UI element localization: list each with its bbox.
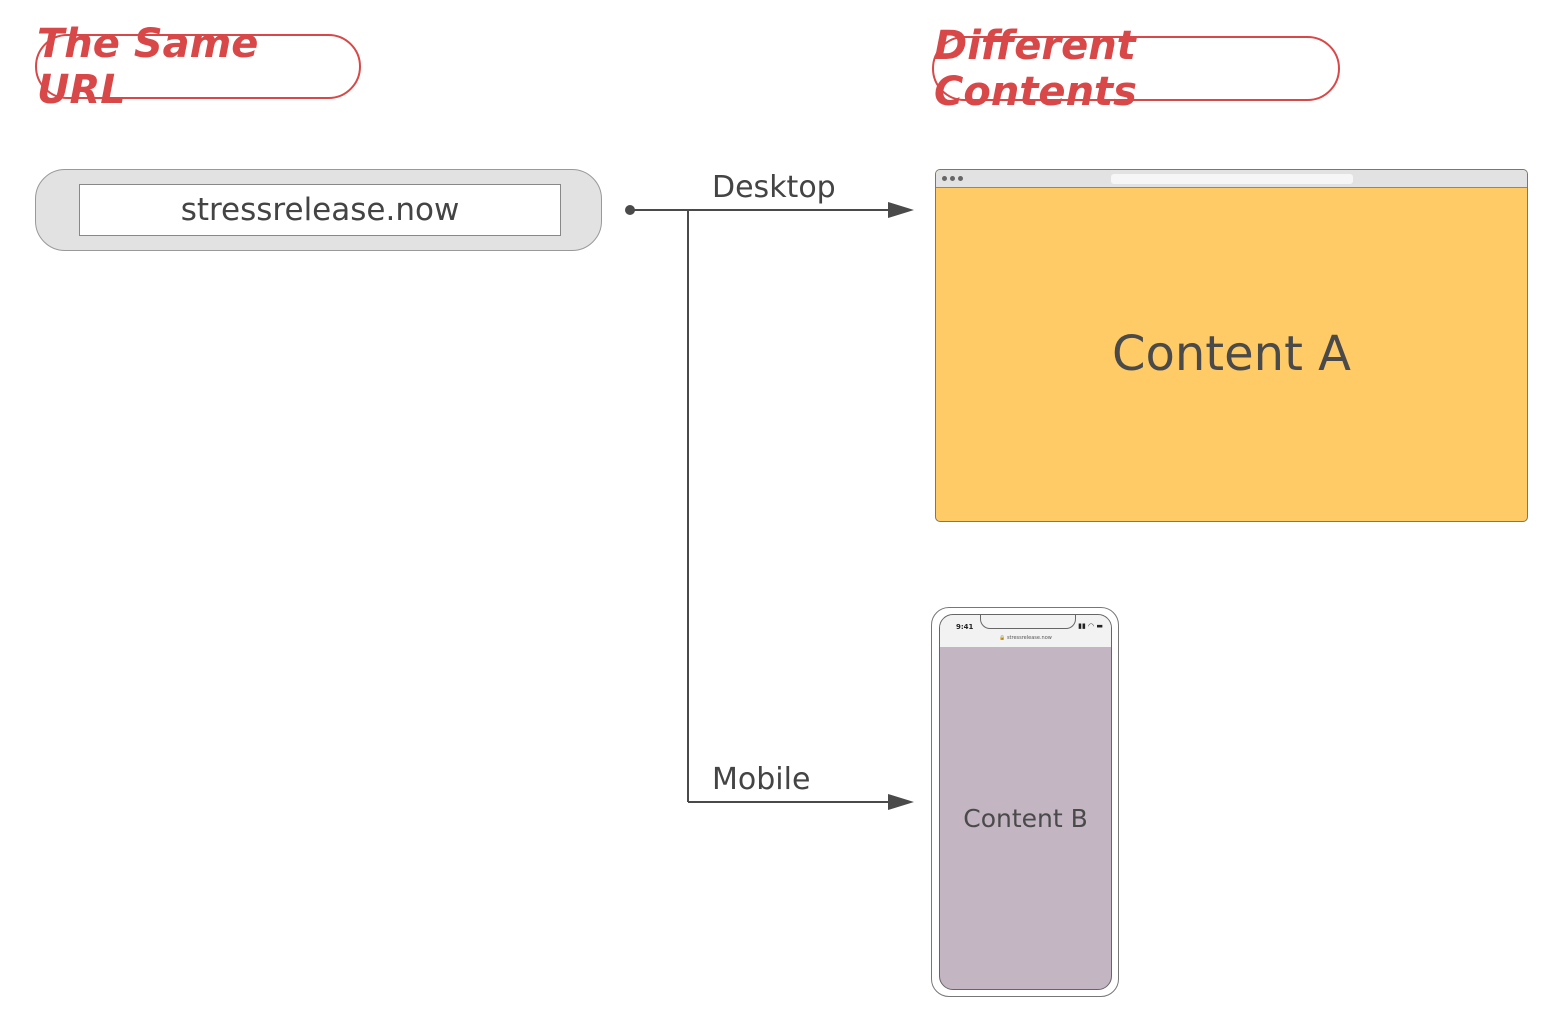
phone-time: 9:41: [956, 623, 974, 631]
desktop-label: Desktop: [712, 170, 836, 205]
url-bar: stressrelease.now: [35, 169, 602, 251]
desktop-browser: Content A: [935, 169, 1528, 522]
content-a: Content A: [1112, 326, 1351, 382]
phone-notch: [980, 615, 1076, 629]
phone-address-text: stressrelease.now: [1006, 635, 1052, 641]
phone-address[interactable]: 🔒 stressrelease.now: [940, 635, 1111, 641]
content-b: Content B: [963, 803, 1088, 833]
url-input[interactable]: stressrelease.now: [79, 184, 561, 236]
mobile-arrowhead: [888, 794, 914, 810]
browser-address-bar[interactable]: [1111, 174, 1353, 184]
mobile-phone: 9:41 ▮▮ ◠ ▬ 🔒 stressrelease.now Content …: [931, 607, 1119, 997]
window-dot-icon: [950, 176, 955, 181]
window-dot-icon: [942, 176, 947, 181]
window-dot-icon: [958, 176, 963, 181]
lock-icon: 🔒: [999, 635, 1006, 641]
phone-status-bar: 9:41 ▮▮ ◠ ▬ 🔒 stressrelease.now: [940, 615, 1111, 647]
desktop-arrowhead: [888, 202, 914, 218]
mobile-label: Mobile: [712, 762, 811, 797]
browser-toolbar: [936, 170, 1527, 188]
phone-screen: 9:41 ▮▮ ◠ ▬ 🔒 stressrelease.now Content …: [939, 614, 1112, 990]
signal-wifi-battery-icon: ▮▮ ◠ ▬: [1078, 622, 1103, 630]
